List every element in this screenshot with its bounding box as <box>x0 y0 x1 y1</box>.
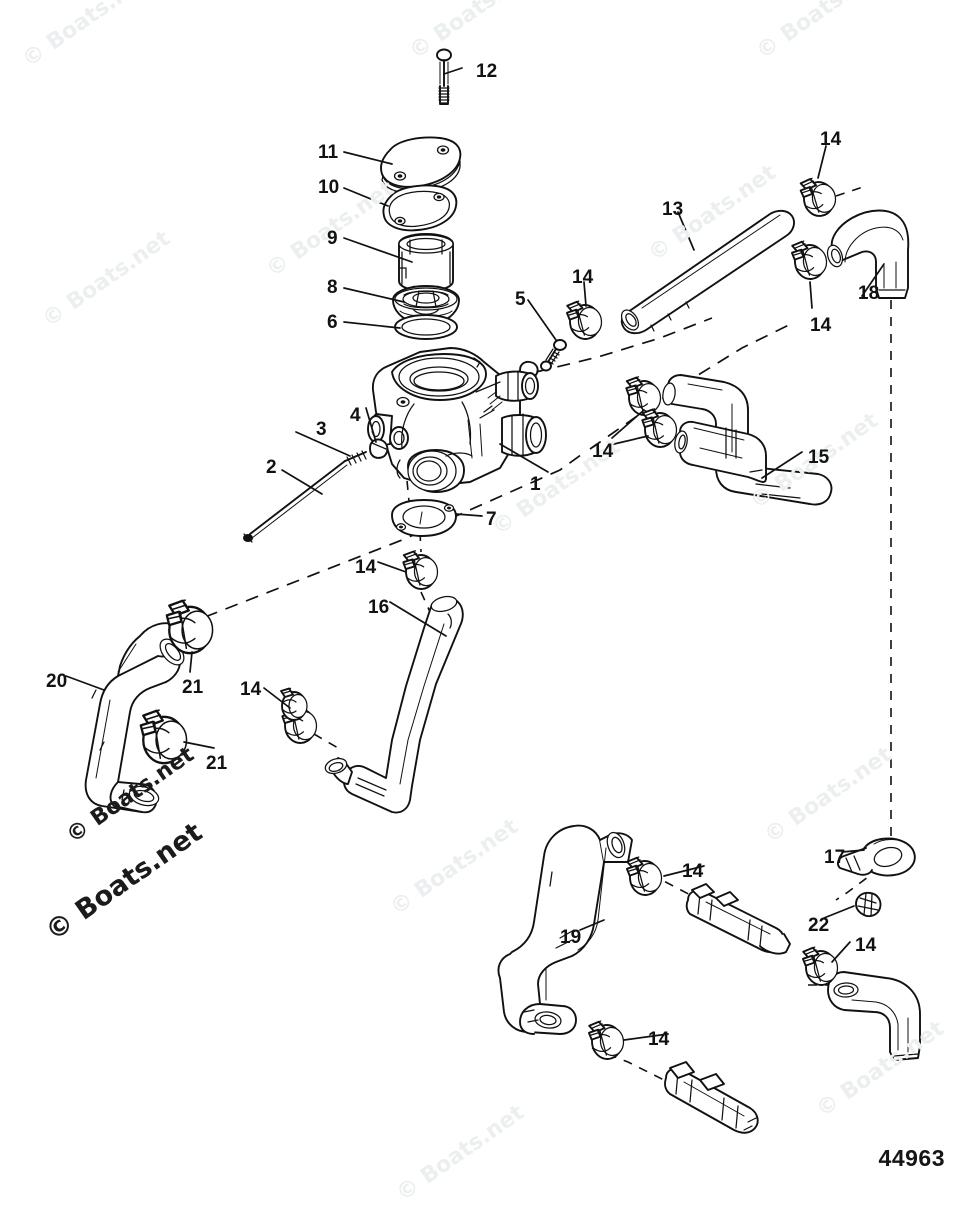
part-22-lock-nut <box>855 891 882 918</box>
part-3-stud <box>344 450 367 466</box>
part-12-bolt <box>436 48 452 105</box>
callout-16-hose-16[interactable]: 16 <box>368 597 390 618</box>
connector-fitting-lower <box>664 1061 759 1134</box>
callout-21b-clamp-21[interactable]: 21 <box>206 753 228 774</box>
callout-8-thermostat[interactable]: 8 <box>327 277 338 298</box>
clamp-21-lower <box>139 709 188 765</box>
callout-10-cover-gasket[interactable]: 10 <box>318 177 340 198</box>
callout-14b-hose-clamp[interactable]: 14 <box>810 315 832 336</box>
part-17-bracket <box>836 837 916 877</box>
callout-11-housing-cover[interactable]: 11 <box>318 142 339 163</box>
callout-13-hose-13[interactable]: 13 <box>662 199 684 220</box>
callout-22-lock-nut[interactable]: 22 <box>808 915 830 936</box>
part-1-thermostat-housing <box>367 347 547 493</box>
callout-14g-hose-clamp[interactable]: 14 <box>682 861 704 882</box>
part-10-gasket <box>382 184 458 232</box>
lower-right-hose <box>827 971 921 1061</box>
part-19-hose <box>497 824 633 1035</box>
part-7-gasket <box>391 499 457 537</box>
callout-14h-hose-clamp[interactable]: 14 <box>855 935 877 956</box>
callout-7-gasket-lower[interactable]: 7 <box>486 509 497 530</box>
callout-20-hose-20[interactable]: 20 <box>46 671 68 692</box>
callout-5-screw-and-washer[interactable]: 5 <box>515 289 526 310</box>
callout-3-short-stud[interactable]: 3 <box>316 419 327 440</box>
leader-lines <box>65 67 885 1041</box>
connector-fitting-upper <box>685 883 791 955</box>
callout-1-thermostat-housing[interactable]: 1 <box>530 474 541 495</box>
part-16-hose <box>324 595 464 814</box>
part-8-thermostat <box>392 285 460 323</box>
callout-17-hose-bracket[interactable]: 17 <box>824 847 846 868</box>
callout-14d-hose-clamp[interactable]: 14 <box>592 441 614 462</box>
callout-2-long-stud-bolt[interactable]: 2 <box>266 457 277 478</box>
part-2-long-bolt <box>243 460 348 543</box>
callout-14c-hose-clamp[interactable]: 14 <box>572 267 594 288</box>
callout-15-hose-15[interactable]: 15 <box>808 447 830 468</box>
clamp-21-upper <box>165 599 214 655</box>
callout-9-thermostat-sleeve[interactable]: 9 <box>327 228 338 249</box>
callout-12-cover-bolt[interactable]: 12 <box>476 61 498 82</box>
callout-4-stud-nut[interactable]: 4 <box>350 405 361 426</box>
callout-14f-hose-clamp[interactable]: 14 <box>240 679 262 700</box>
part-20-hose <box>84 622 185 814</box>
callout-14e-hose-clamp[interactable]: 14 <box>355 557 377 578</box>
part-18-hose <box>826 209 910 299</box>
callout-19-hose-19[interactable]: 19 <box>560 927 582 948</box>
part-13-hose <box>620 209 795 335</box>
callout-14i-hose-clamp[interactable]: 14 <box>648 1029 670 1050</box>
callout-6-seal-ring[interactable]: 6 <box>327 312 338 333</box>
diagram-part-number: 44963 <box>878 1145 945 1171</box>
callout-18-hose-18[interactable]: 18 <box>858 283 880 304</box>
callout-21a-clamp-21[interactable]: 21 <box>182 677 204 698</box>
callout-14a-hose-clamp[interactable]: 14 <box>820 129 842 150</box>
part-15-hose <box>662 374 833 506</box>
